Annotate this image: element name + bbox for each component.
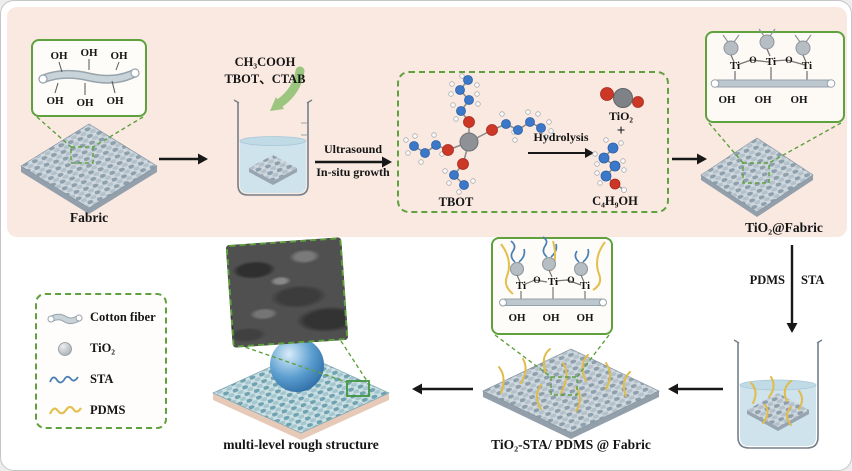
water-droplet <box>270 338 324 392</box>
butanol-label: C₄H₉OH <box>592 194 638 208</box>
legend-item-tio2: TiO₂ <box>37 333 165 364</box>
pdms-icon <box>48 405 82 414</box>
tio2-product-label: TiO₂ <box>608 109 634 123</box>
hydrolysis-reaction-box <box>397 71 669 213</box>
sem-image-inset <box>225 237 349 348</box>
tbot-label: TBOT <box>438 195 474 209</box>
hydroxyl-fiber-inset <box>31 39 147 117</box>
rough-structure-label: multi-level rough structure <box>223 437 379 452</box>
legend-item-cotton-fiber: Cotton fiber <box>37 302 165 333</box>
legend-item-sta: STA <box>37 364 165 395</box>
hydrolysis-label: Hydrolysis <box>533 130 589 144</box>
legend-box: Cotton fiber TiO₂ STA PDMS <box>35 293 167 429</box>
insitu-growth-label: In-situ growth <box>316 165 390 179</box>
reagent-line2: TBOT、CTAB <box>224 72 306 86</box>
cotton-fiber-icon <box>47 313 83 324</box>
sta-pdms-network-inset <box>491 237 613 335</box>
legend-label: Cotton fiber <box>90 310 156 324</box>
tio2-network-inset <box>705 31 845 123</box>
tio2-sta-pdms-fabric-swatch <box>482 348 660 439</box>
rough-structure-mesh <box>212 338 390 440</box>
beaker-pdms-sta <box>733 339 823 449</box>
tio2-fabric-stage-label: TiO₂@Fabric <box>745 220 823 235</box>
legend-label: TiO₂ <box>90 341 116 355</box>
fabric-stage-label: Fabric <box>69 210 109 225</box>
reagent-line1: CH₃COOH <box>234 55 296 69</box>
plus-sign: + <box>616 123 626 139</box>
magnified-region-marker <box>346 380 370 397</box>
sta-icon <box>49 375 79 383</box>
legend-item-pdms: PDMS <box>37 395 165 426</box>
sta-arrow-label: STA <box>801 273 825 287</box>
pdms-strands <box>498 348 631 412</box>
pdms-arrow-label: PDMS <box>749 273 785 287</box>
tio2-icon <box>58 341 72 356</box>
legend-label: STA <box>90 372 114 386</box>
legend-label: PDMS <box>90 403 126 417</box>
ultrasound-label: Ultrasound <box>323 142 382 156</box>
tio2-sta-pdms-stage-label: TiO₂-STA/ PDMS @ Fabric <box>491 437 651 452</box>
